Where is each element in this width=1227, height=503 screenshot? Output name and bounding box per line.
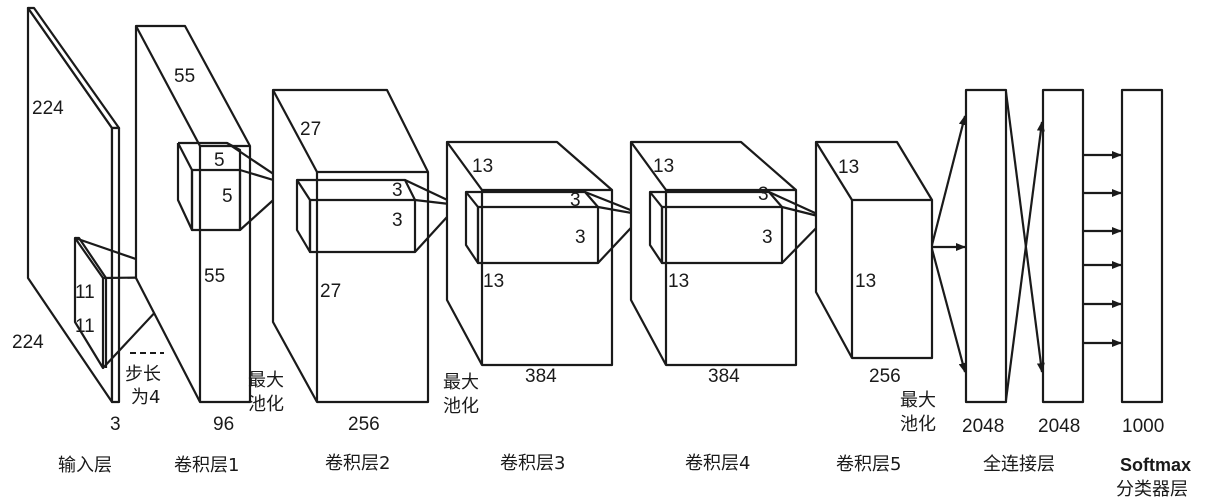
fc-layers xyxy=(930,88,1164,404)
conv4-layer xyxy=(629,140,827,367)
fc2-to-softmax-arrows xyxy=(1083,151,1122,347)
fc2-units-label: 2048 xyxy=(1038,416,1080,437)
conv5-layer xyxy=(814,140,934,360)
conv1-kernel-h-label: 5 xyxy=(214,150,225,171)
conv2-layer-name: 卷积层2 xyxy=(325,453,390,474)
conv3-depth-label: 384 xyxy=(525,366,557,387)
input-depth-label: 3 xyxy=(110,414,121,435)
conv5-depth-label: 256 xyxy=(869,366,901,387)
softmax-units-label: 1000 xyxy=(1122,416,1164,437)
conv3-kernel-h-label: 3 xyxy=(570,190,581,211)
softmax-block xyxy=(1120,88,1164,404)
conv1-pool-label-2: 池化 xyxy=(248,394,284,415)
conv3-width-label: 13 xyxy=(483,271,504,292)
stride-label-2: 为4 xyxy=(131,387,160,408)
fc1-block xyxy=(964,88,1008,404)
conv5-width-label: 13 xyxy=(855,271,876,292)
conv5-height-label: 13 xyxy=(838,157,859,178)
input-kernel-w-label: 11 xyxy=(75,316,95,337)
conv4-layer-name: 卷积层4 xyxy=(685,453,750,474)
fc1-to-fc2-arrows xyxy=(1004,91,1045,401)
conv1-pool-label-1: 最大 xyxy=(248,370,284,391)
conv3-height-label: 13 xyxy=(472,156,493,177)
input-height-label: 224 xyxy=(32,98,64,119)
input-layer-name: 输入层 xyxy=(58,455,112,476)
conv3-kernel-w-label: 3 xyxy=(575,227,586,248)
conv2-kernel-h-label: 3 xyxy=(392,180,403,201)
fc2-block xyxy=(1041,88,1085,404)
conv1-layer-name: 卷积层1 xyxy=(174,455,239,476)
conv1-layer xyxy=(134,24,291,404)
conv1-width-label: 55 xyxy=(204,266,225,287)
conv2-layer xyxy=(271,88,459,404)
fc1-units-label: 2048 xyxy=(962,416,1004,437)
conv4-depth-label: 384 xyxy=(708,366,740,387)
conv5-pool-label-1: 最大 xyxy=(900,390,936,411)
stride-label-1: 步长 xyxy=(125,364,161,385)
conv5-pool-label-2: 池化 xyxy=(900,414,936,435)
conv1-height-label: 55 xyxy=(174,66,195,87)
conv5-layer-name: 卷积层5 xyxy=(836,454,901,475)
conv4-kernel-h-label: 3 xyxy=(758,184,769,205)
input-kernel-h-label: 11 xyxy=(75,282,95,303)
conv2-kernel-w-label: 3 xyxy=(392,210,403,231)
conv5-to-fc1-arrows xyxy=(930,115,967,373)
conv1-kernel-w-label: 5 xyxy=(222,186,233,207)
conv2-pool-label-2: 池化 xyxy=(443,396,479,417)
conv1-depth-label: 96 xyxy=(213,414,234,435)
conv2-depth-label: 256 xyxy=(348,414,380,435)
conv2-height-label: 27 xyxy=(300,119,321,140)
conv2-pool-label-1: 最大 xyxy=(443,372,479,393)
conv2-width-label: 27 xyxy=(320,281,341,302)
conv3-layer-name: 卷积层3 xyxy=(500,453,565,474)
conv4-width-label: 13 xyxy=(668,271,689,292)
softmax-layer-name-1: Softmax xyxy=(1120,455,1191,475)
softmax-layer-name-2: 分类器层 xyxy=(1116,479,1188,500)
fc-layer-name: 全连接层 xyxy=(983,454,1055,475)
conv4-kernel-w-label: 3 xyxy=(762,227,773,248)
conv4-height-label: 13 xyxy=(653,156,674,177)
input-width-label: 224 xyxy=(12,332,44,353)
